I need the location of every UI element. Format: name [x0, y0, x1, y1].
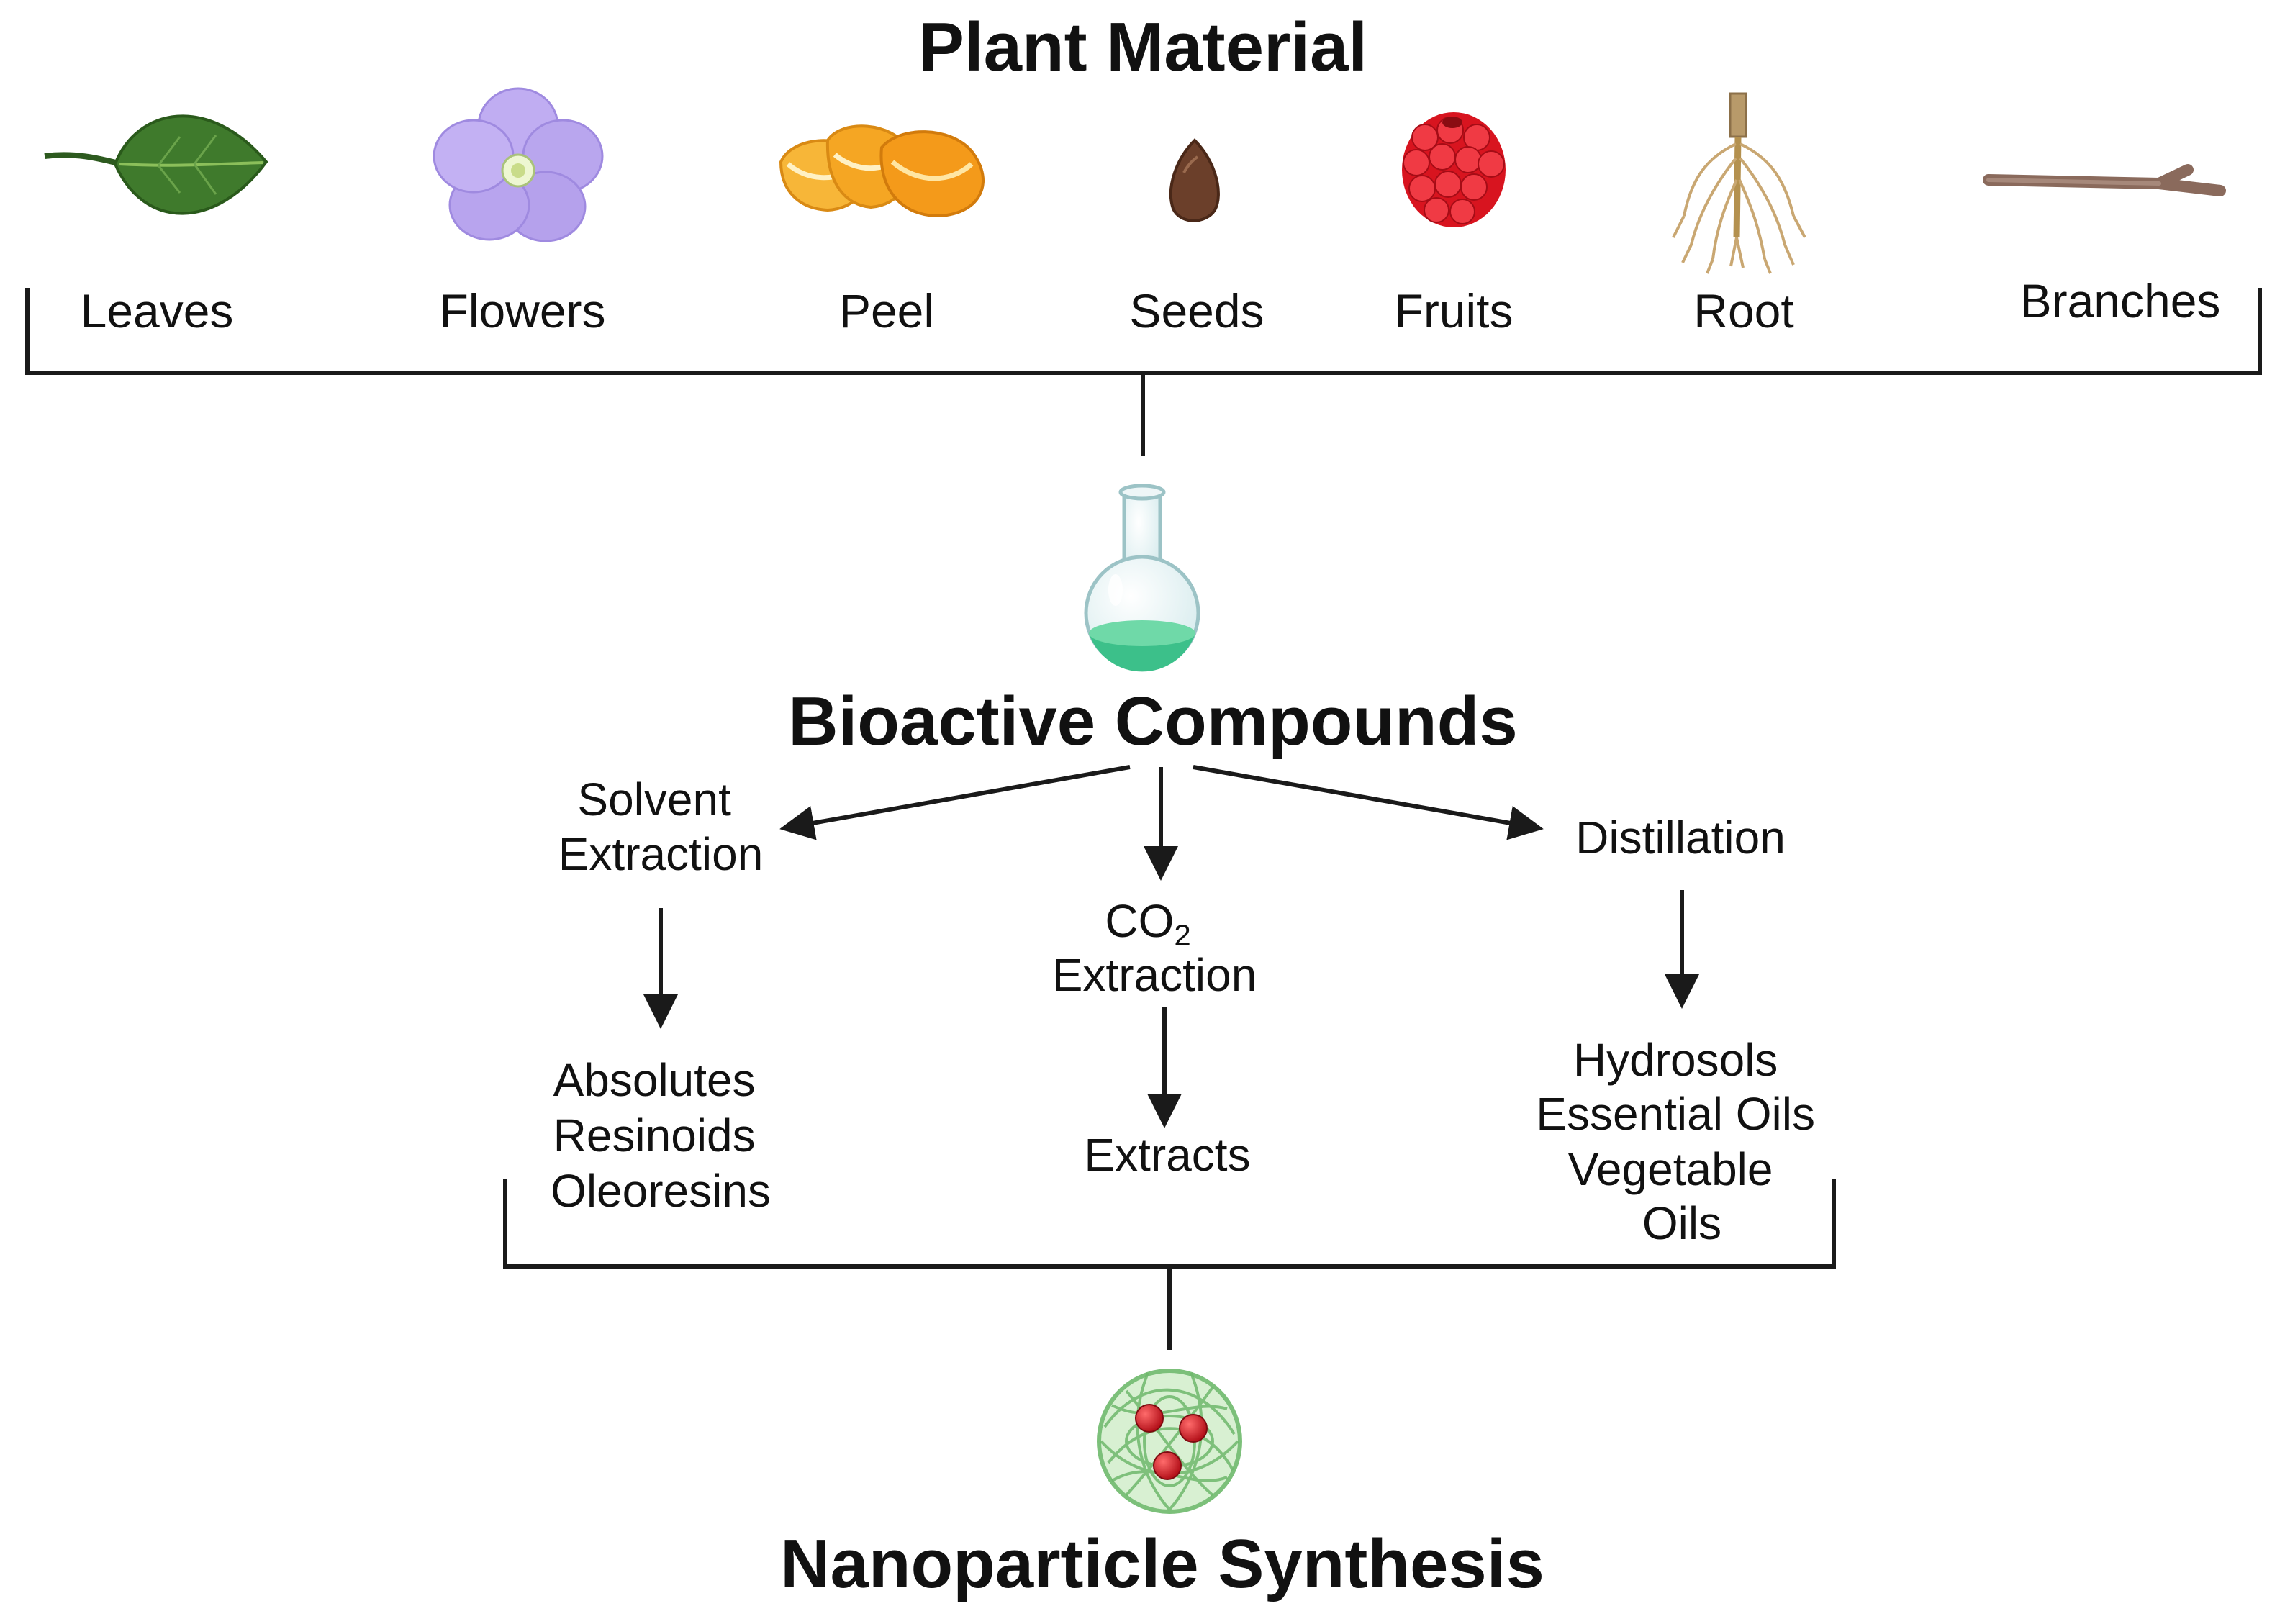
plant-material-title: Plant Material: [918, 9, 1367, 86]
method-co2: CO2 Extraction: [1052, 895, 1257, 1001]
raspberry-icon: [1402, 112, 1506, 227]
source-label-flowers: Flowers: [439, 284, 605, 337]
flower-icon: [433, 87, 604, 242]
arrow-to-solvent: [779, 765, 1131, 840]
source-label-leaves: Leaves: [81, 284, 234, 337]
flask-icon: [1084, 484, 1200, 672]
source-label-root: Root: [1693, 284, 1793, 337]
root-icon: [1672, 92, 1806, 274]
nanoparticle-icon: [1097, 1369, 1242, 1514]
products-solvent: Absolutes Resinoids Oleoresins: [551, 1054, 771, 1217]
nanoparticle-synthesis-title: Nanoparticle Synthesis: [780, 1525, 1544, 1602]
source-label-seeds: Seeds: [1129, 284, 1264, 337]
products-distillation: Hydrosols Essential Oils Vegetable Oils: [1536, 1034, 1827, 1249]
orange-peel-icon: [779, 124, 985, 218]
source-label-peel: Peel: [839, 284, 934, 337]
bioactive-compounds-title: Bioactive Compounds: [788, 683, 1517, 760]
method-solvent: Solvent Extraction: [558, 774, 764, 880]
seed-icon: [1169, 138, 1220, 222]
leaf-icon: [44, 114, 268, 215]
branch-icon: [1983, 164, 2226, 196]
arrow-to-distillation: [1193, 765, 1544, 840]
source-label-fruits: Fruits: [1395, 284, 1513, 337]
products-co2: Extracts: [1084, 1129, 1250, 1181]
source-label-branches: Branches: [2020, 274, 2221, 327]
method-distillation: Distillation: [1575, 812, 1786, 863]
